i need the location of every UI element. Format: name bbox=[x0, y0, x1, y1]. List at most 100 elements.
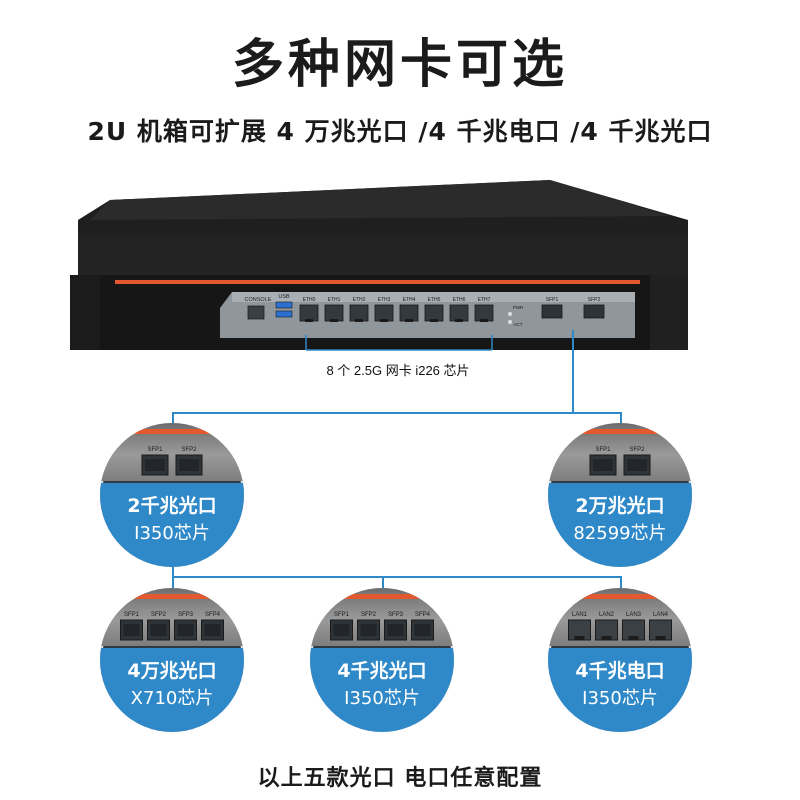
module-port-label: SFP1 bbox=[147, 447, 163, 453]
eth-port-latch bbox=[380, 319, 388, 322]
front-orange-stripe bbox=[115, 280, 640, 284]
eth-port-label: ETH3 bbox=[378, 297, 391, 303]
module-port-label: LAN1 bbox=[572, 612, 588, 618]
module-chip: X710芯片 bbox=[130, 688, 214, 709]
module-port-label: SFP2 bbox=[181, 447, 197, 453]
module-ports: SFP1 SFP2 SFP3 SFP4 bbox=[330, 612, 434, 641]
module-rj45-latch bbox=[655, 636, 666, 640]
module-port-label: SFP3 bbox=[388, 612, 404, 618]
chassis-top-highlight bbox=[90, 180, 670, 220]
eth-port-label: ETH6 bbox=[453, 297, 466, 303]
chassis-ear-right bbox=[650, 275, 688, 350]
page-title: 多种网卡可选 bbox=[231, 35, 568, 95]
front-io-panel-light bbox=[232, 292, 635, 302]
module-sfp-cage bbox=[593, 459, 613, 471]
eth-port bbox=[374, 304, 394, 322]
module-title: 4万兆光口 bbox=[127, 660, 217, 682]
eth-port-label: ETH0 bbox=[303, 297, 316, 303]
module-ports: SFP1 SFP2 bbox=[141, 447, 203, 476]
module-label-band bbox=[548, 648, 692, 732]
module-sfp-cage bbox=[177, 624, 194, 636]
connector-mid-drop bbox=[172, 560, 174, 578]
usb-port-1 bbox=[275, 301, 293, 309]
eth-port-latch bbox=[330, 319, 338, 322]
module-label-band bbox=[310, 648, 454, 732]
module-chip: I350芯片 bbox=[344, 688, 420, 709]
eth-port-label: ETH2 bbox=[353, 297, 366, 303]
module-port-label: SFP2 bbox=[629, 447, 645, 453]
pwr-label: PWR bbox=[513, 305, 524, 310]
module-port-label: SFP1 bbox=[334, 612, 350, 618]
eth-port-latch bbox=[355, 319, 363, 322]
module-title: 4千兆光口 bbox=[337, 660, 427, 682]
connector-upper-bar-right bbox=[572, 412, 622, 414]
module-port-label: SFP1 bbox=[124, 612, 140, 618]
eth-port bbox=[474, 304, 494, 322]
page-subtitle: 2U 机箱可扩展 4 万兆光口 /4 千兆电口 /4 千兆光口 bbox=[87, 117, 713, 146]
module-chip: I350芯片 bbox=[134, 523, 210, 544]
module-sfp-cage bbox=[204, 624, 221, 636]
eth-port bbox=[299, 304, 319, 322]
console-port bbox=[247, 305, 265, 320]
sfp-port bbox=[583, 304, 605, 319]
eth-port bbox=[399, 304, 419, 322]
module-title: 2千兆光口 bbox=[127, 495, 217, 517]
module-label-band bbox=[548, 483, 692, 567]
pwr-led bbox=[508, 312, 512, 316]
chassis-front-shade bbox=[78, 235, 688, 275]
module-label-band bbox=[100, 483, 244, 567]
eth-port bbox=[424, 304, 444, 322]
connector-lower-drop-3 bbox=[620, 576, 622, 598]
server-chassis bbox=[70, 180, 688, 350]
connector-sfp-down bbox=[572, 330, 574, 412]
module-port-label: LAN2 bbox=[599, 612, 615, 618]
eth-port-label: ETH5 bbox=[428, 297, 441, 303]
module-4x-gbe-sfp: SFP1 SFP2 SFP3 SFP4 4千兆光口 I350芯片 bbox=[310, 588, 454, 732]
connector-lower-drop-1 bbox=[172, 576, 174, 598]
module-port-label: LAN3 bbox=[626, 612, 642, 618]
eth-port-latch bbox=[305, 319, 313, 322]
module-sfp-cage bbox=[360, 624, 377, 636]
eth-port-latch bbox=[455, 319, 463, 322]
module-sfp-cage bbox=[150, 624, 167, 636]
connector-lower-bar bbox=[172, 576, 622, 578]
module-sfp-cage bbox=[123, 624, 140, 636]
eth-port-latch bbox=[480, 319, 488, 322]
eth-chip-note: 8 个 2.5G 网卡 i226 芯片 bbox=[326, 363, 470, 378]
module-rj45-latch bbox=[628, 636, 639, 640]
eth-port-latch bbox=[405, 319, 413, 322]
console-label: CONSOLE bbox=[245, 297, 272, 303]
footer-note: 以上五款光口 电口任意配置 bbox=[257, 766, 543, 791]
module-rj45-latch bbox=[574, 636, 585, 640]
eth-port bbox=[349, 304, 369, 322]
module-ports: LAN1 LAN2 LAN3 LAN4 bbox=[568, 612, 672, 641]
module-stripe bbox=[100, 594, 244, 599]
eth-port-label: ETH7 bbox=[478, 297, 491, 303]
eth-port-latch bbox=[430, 319, 438, 322]
module-stripe bbox=[310, 594, 454, 599]
module-ports: SFP1 SFP2 bbox=[589, 447, 651, 476]
module-2x-gbe-sfp: SFP1 SFP2 2千兆光口 I350芯片 bbox=[100, 423, 244, 567]
module-title: 2万兆光口 bbox=[575, 495, 665, 517]
eth-port-label: ETH1 bbox=[328, 297, 341, 303]
module-port-label: SFP2 bbox=[361, 612, 377, 618]
sfp-port-label: SFP2 bbox=[588, 297, 601, 303]
module-stripe bbox=[548, 429, 692, 434]
module-sfp-cage bbox=[387, 624, 404, 636]
module-sfp-cage bbox=[414, 624, 431, 636]
module-port-label: SFP1 bbox=[595, 447, 611, 453]
module-sfp-cage bbox=[145, 459, 165, 471]
module-label-band bbox=[100, 648, 244, 732]
module-port-label: SFP3 bbox=[178, 612, 194, 618]
module-port-label: SFP2 bbox=[151, 612, 167, 618]
act-label: ACT bbox=[514, 322, 523, 327]
sfp-port bbox=[541, 304, 563, 319]
module-port-label: LAN4 bbox=[653, 612, 669, 618]
sfp-port-label: SFP1 bbox=[546, 297, 559, 303]
module-port-label: SFP4 bbox=[415, 612, 431, 618]
